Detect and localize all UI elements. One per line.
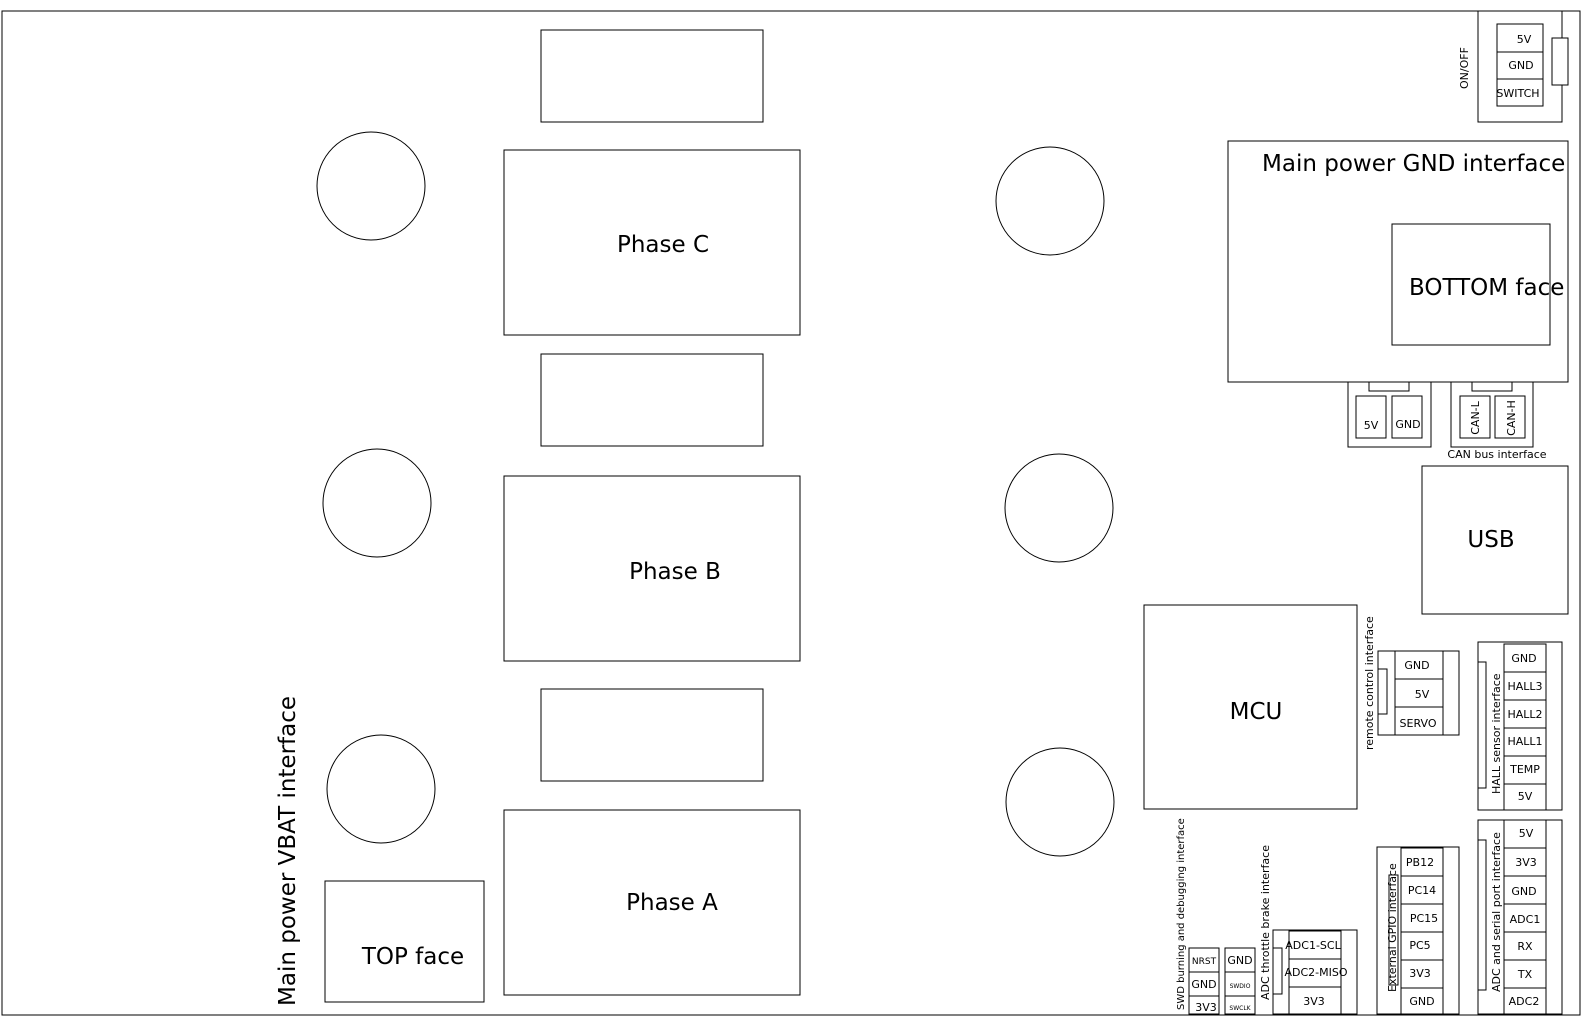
external-gpio-interface-label: External GPIO interface (1386, 863, 1399, 992)
phase-c-pad: Phase C (503, 149, 801, 336)
swd-interface-label: SWD burning and debugging interface (1176, 818, 1187, 1010)
top-face-label: TOP face (361, 944, 464, 970)
vbat-interface-label: Main power VBAT interface (275, 696, 301, 1006)
pin-gnd: GND (1511, 885, 1536, 898)
pin-3v3: 3V3 (1195, 1001, 1217, 1014)
pin-5v: 5V (1364, 419, 1379, 432)
mounting-hole-1 (316, 131, 426, 241)
hall-sensor-interface-label: HALL sensor interface (1490, 673, 1503, 794)
top-face-pad: TOP face (324, 880, 485, 1003)
phase-b-label: Phase B (629, 559, 721, 585)
pin-gnd: GND (1511, 652, 1536, 665)
pin-adc2: ADC2 (1509, 995, 1540, 1008)
phase-b-pad: Phase B (503, 475, 801, 662)
pin-can-h: CAN-H (1505, 400, 1518, 436)
pin-gnd: GND (1227, 954, 1252, 967)
pin-gnd: GND (1508, 59, 1533, 72)
usb-label: USB (1467, 527, 1514, 553)
bottom-face-label: BOTTOM face (1409, 275, 1564, 301)
component-rect-middle (540, 353, 764, 447)
mounting-hole-6 (1005, 747, 1115, 857)
pin-3v3: 3V3 (1303, 995, 1325, 1008)
mcu-label: MCU (1230, 699, 1283, 725)
pin-rx: RX (1517, 940, 1533, 953)
mounting-hole-3 (326, 734, 436, 844)
pin-gnd: GND (1404, 659, 1429, 672)
mounting-hole-4 (995, 146, 1105, 256)
pin-3v3: 3V3 (1409, 967, 1431, 980)
pin-5v: 5V (1415, 688, 1430, 701)
pin-pc14: PC14 (1408, 884, 1436, 897)
pin-gnd: GND (1409, 995, 1434, 1008)
adc-throttle-connector: ADC1-SCL ADC2-MISO 3V3 ADC throttle brak… (1259, 845, 1358, 1015)
can-bus-connector: CAN-L CAN-H CAN bus interface (1447, 381, 1547, 461)
pin-pc15: PC15 (1410, 912, 1438, 925)
pin-3v3: 3V3 (1515, 856, 1537, 869)
external-gpio-connector: PB12 PC14 PC15 PC5 3V3 GND External GPIO… (1376, 846, 1460, 1015)
board-outline (1, 10, 1581, 1016)
phase-c-label: Phase C (617, 232, 709, 258)
pin-adc1: ADC1 (1510, 913, 1541, 926)
phase-a-label: Phase A (626, 890, 718, 916)
pin-5v: 5V (1517, 33, 1532, 46)
remote-control-interface-label: remote control interface (1363, 616, 1376, 750)
gnd-interface-label: Main power GND interface (1262, 151, 1565, 177)
mcu-chip: MCU (1143, 604, 1358, 810)
pin-hall1: HALL1 (1507, 735, 1542, 748)
phase-a-pad: Phase A (503, 809, 801, 996)
component-rect-top (540, 29, 764, 123)
power-switch-connector: 5V GND SWITCH ON/OFF (1458, 10, 1569, 123)
pin-nrst: NRST (1192, 957, 1217, 967)
aux-power-connector: 5V GND (1347, 381, 1432, 448)
on-off-label: ON/OFF (1458, 47, 1471, 89)
pin-swdio: SWDIO (1230, 983, 1251, 990)
swd-connector: NRST GND 3V3 GND SWDIO SWCLK SWD burning… (1176, 818, 1256, 1015)
mounting-hole-5 (1004, 453, 1114, 563)
gnd-interface-area: Main power GND interface BOTTOM face (1227, 140, 1569, 383)
bottom-face-pad (1391, 223, 1551, 346)
adc-serial-connector: 5V 3V3 GND ADC1 RX TX ADC2 ADC and seria… (1477, 819, 1563, 1015)
pin-pc5: PC5 (1409, 939, 1430, 952)
adc-throttle-interface-label: ADC throttle brake interface (1259, 845, 1272, 1000)
pin-swclk: SWCLK (1229, 1005, 1251, 1012)
pin-servo: SERVO (1400, 717, 1437, 730)
pin-hall3: HALL3 (1507, 680, 1542, 693)
pin-pb12: PB12 (1406, 856, 1434, 869)
pin-adc2-miso: ADC2-MISO (1284, 966, 1347, 979)
pin-5v: 5V (1519, 827, 1534, 840)
pin-hall2: HALL2 (1507, 708, 1542, 721)
mounting-hole-2 (322, 448, 432, 558)
pin-can-l: CAN-L (1469, 400, 1482, 434)
pin-adc1-scl: ADC1-SCL (1285, 939, 1341, 952)
pin-switch: SWITCH (1496, 87, 1539, 100)
hall-sensor-connector: GND HALL3 HALL2 HALL1 TEMP 5V HALL senso… (1477, 641, 1563, 811)
adc-serial-interface-label: ADC and serial port interface (1490, 832, 1503, 992)
pin-gnd: GND (1395, 418, 1420, 431)
component-rect-bottom (540, 688, 764, 782)
pin-gnd: GND (1191, 978, 1216, 991)
remote-control-connector: GND 5V SERVO remote control interface (1363, 616, 1460, 750)
pin-5v: 5V (1518, 790, 1533, 803)
pin-temp: TEMP (1509, 763, 1540, 776)
pin-tx: TX (1517, 968, 1533, 981)
usb-connector: USB (1421, 465, 1569, 615)
can-bus-interface-label: CAN bus interface (1447, 448, 1546, 461)
